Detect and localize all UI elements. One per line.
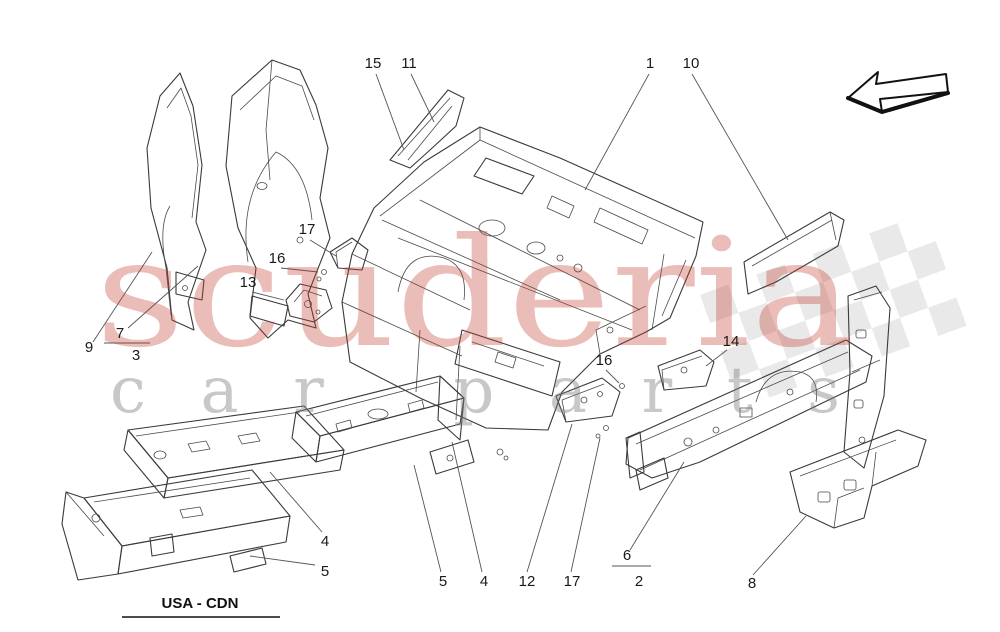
callout-3: 3 [132,347,140,364]
part-wheelhouse-inner-left [225,59,331,339]
callout-5b: 5 [439,573,447,590]
line-art [61,59,927,581]
part-upper-strip [743,211,845,295]
callout-15: 15 [365,55,382,72]
part-side-rail-right [625,285,891,491]
callout-4a: 4 [321,533,329,550]
callout-12: 12 [519,573,536,590]
part-main-frame [341,126,704,461]
part-lower-right-bracket [789,429,927,529]
callout-1: 1 [646,55,654,72]
part-bracket-14 [657,349,715,391]
callout-16b: 16 [596,352,613,369]
callout-14: 14 [723,333,740,350]
leader-lines [92,73,807,576]
market-label: USA - CDN [162,595,239,612]
part-crossmember-center [291,375,475,475]
callout-16a: 16 [269,250,286,267]
part-bracket-13 [285,283,333,323]
watermark-scuderia: scuderia [95,207,855,381]
callout-17b: 17 [564,573,581,590]
callout-13: 13 [240,274,257,291]
callout-4b: 4 [480,573,488,590]
callout-2: 2 [635,573,643,590]
part-triangular-panel [389,89,465,169]
direction-arrow-icon [846,71,950,115]
callout-17a: 17 [299,221,316,238]
callout-5a: 5 [321,563,329,580]
part-crossmember-upper [123,405,345,499]
callout-11: 11 [401,55,417,72]
part-bracket-17-upper [316,237,369,282]
market-label-group: USA - CDN [122,595,280,618]
callout-8: 8 [748,575,756,592]
part-crossmember-lower [61,469,291,581]
part-wheelhouse-outer-left [146,72,207,331]
callout-labels: 15 11 1 10 17 16 13 9 7 3 14 16 4 5 5 4 … [85,55,756,592]
callout-6: 6 [623,547,631,564]
part-bracket-12 [555,377,625,439]
callout-10: 10 [683,55,700,72]
callout-9: 9 [85,339,93,356]
callout-7: 7 [116,325,124,342]
